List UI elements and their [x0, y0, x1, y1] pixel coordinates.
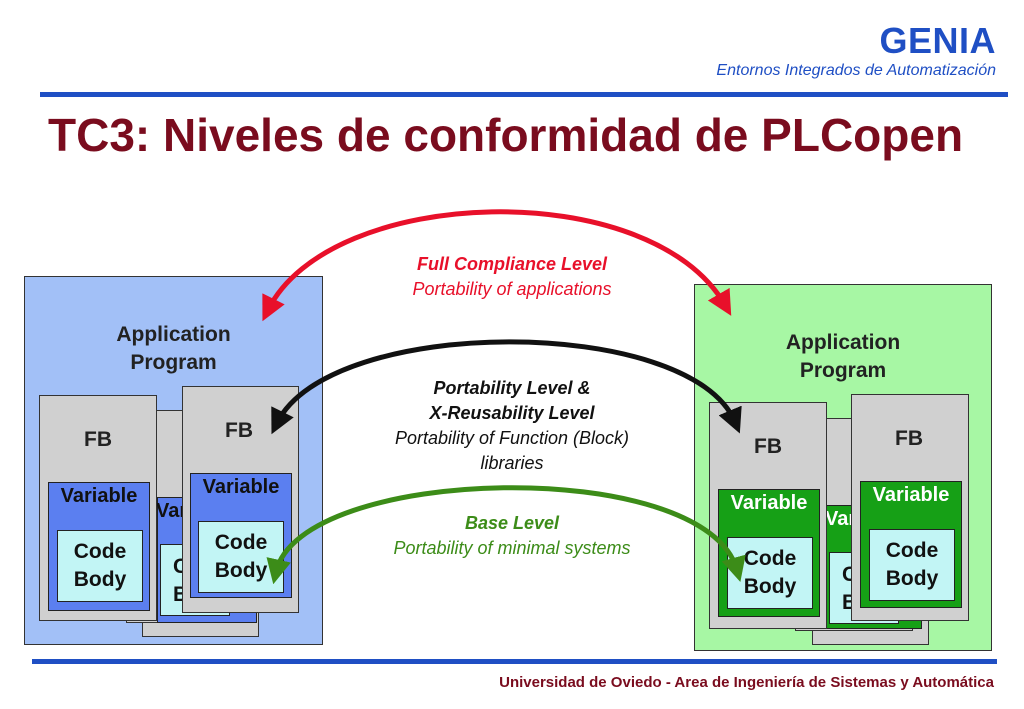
footer-rule — [32, 659, 997, 664]
base-level-title: Base Level — [464, 513, 560, 533]
page-title: TC3: Niveles de conformidad de PLCopen — [48, 109, 964, 161]
left-fb-1-label: FB — [84, 428, 112, 451]
right-fb-2-code-box: Code Body — [869, 529, 955, 601]
left-fb-2-label: FB — [225, 419, 253, 442]
left-fb-1-code-label: Code Body — [73, 540, 127, 591]
portability-level-arrow — [271, 339, 742, 435]
right-fb-1-variable-box: Variable Code Body — [718, 489, 820, 617]
full-compliance-description: Portability of applications — [412, 279, 612, 299]
left-fb-2-code-label: Code Body — [214, 531, 268, 582]
right-fb-2-variable-box: Variable Code Body — [860, 481, 962, 608]
right-fb-card-2: FB Variable Code Body — [851, 394, 969, 621]
portability-level-title-2: X-Reusability Level — [429, 403, 595, 423]
brand-tagline: Entornos Integrados de Automatización — [716, 62, 996, 79]
portability-level-text: Portability Level & X-Reusability Level … — [332, 376, 692, 476]
right-fb-card-1: FB Variable Code Body — [709, 402, 827, 629]
right-fb-2-code-label: Code Body — [885, 539, 939, 590]
right-fb-1-code-label: Code Body — [743, 547, 797, 598]
left-fb-1-variable-box: Variable Code Body — [48, 482, 150, 611]
left-fb-1-variable-label: Variable — [60, 485, 138, 507]
footer-text: Universidad de Oviedo - Area de Ingenier… — [499, 674, 994, 691]
base-level-arrow — [266, 485, 746, 585]
right-fb-1-variable-label: Variable — [730, 492, 808, 514]
full-compliance-text: Full Compliance Level Portability of app… — [332, 252, 692, 302]
left-fb-1-code-box: Code Body — [57, 530, 143, 602]
left-fb-card-1: FB Variable Code Body — [39, 395, 157, 621]
left-panel-title: Application Program — [116, 323, 231, 374]
right-fb-2-variable-label: Variable — [872, 484, 950, 506]
full-compliance-title: Full Compliance Level — [416, 254, 608, 274]
brand-logo: GENIA — [879, 20, 996, 61]
right-fb-1-label: FB — [754, 435, 782, 458]
left-fb-2-variable-label: Variable — [202, 476, 280, 498]
full-compliance-arrow — [262, 209, 732, 322]
right-fb-2-label: FB — [895, 427, 923, 450]
portability-level-description-1: Portability of Function (Block) — [394, 428, 630, 448]
right-panel-title: Application Program — [785, 331, 901, 382]
base-level-description: Portability of minimal systems — [393, 538, 631, 558]
portability-level-title-1: Portability Level & — [433, 378, 591, 398]
header-rule — [40, 92, 1008, 97]
portability-level-description-2: libraries — [480, 453, 544, 473]
base-level-text: Base Level Portability of minimal system… — [332, 511, 692, 561]
